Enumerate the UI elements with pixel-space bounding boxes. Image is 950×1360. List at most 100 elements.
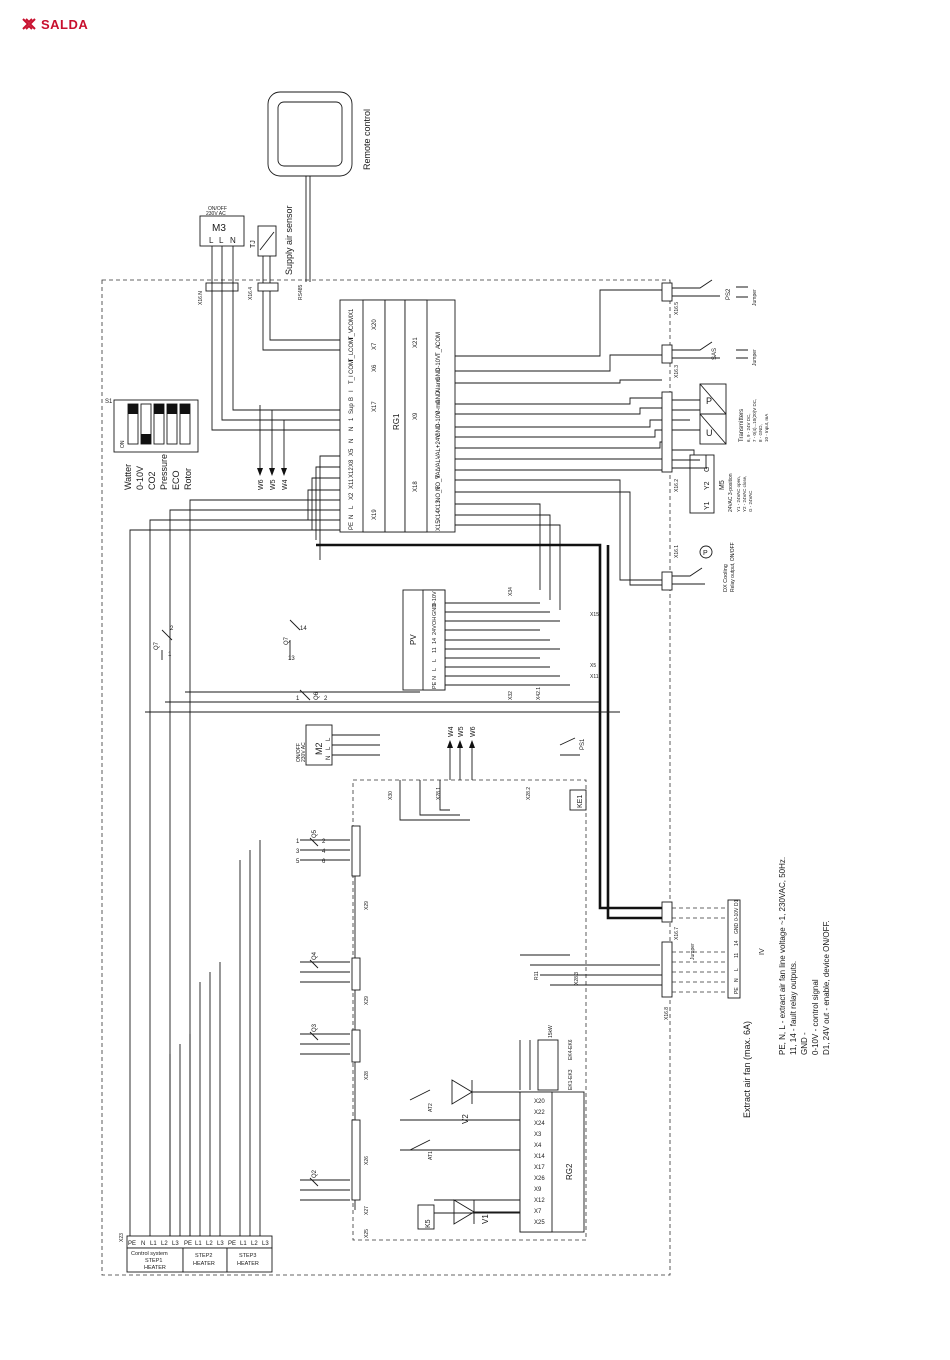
m2-voltage: 230V AC [301, 742, 307, 762]
iv-pin-14: 14 [734, 940, 740, 946]
s1-label-0-10v: 0-10V [135, 466, 145, 490]
rg1-right-10: VAL+ [436, 444, 442, 459]
rg1-left-0: X1 [349, 308, 355, 316]
supply-pin-2: L1 [150, 1241, 157, 1247]
m2-title: M2 [314, 742, 324, 755]
rg2-terminal-2: X24 [534, 1121, 545, 1127]
iv-ref: IV [759, 948, 766, 955]
iv-pin-11: 11 [734, 953, 740, 958]
rg1-right-16: X14 [436, 510, 442, 521]
rg2-terminal-9: X12 [534, 1198, 545, 1204]
x-block-x28-1: X28.1 [436, 787, 442, 800]
supply-sensor-connector: X16.4 [248, 287, 254, 300]
m3-terminal-1: L [209, 236, 214, 245]
relays-q: Q7 Q7 Q6 1 2 13 14 1 2 [145, 619, 620, 713]
x-block-x28: X28 [364, 1071, 370, 1080]
rg1-right-5: GND [436, 390, 442, 404]
rg2-r11: R11 [534, 971, 540, 980]
rg1-left-11: N [349, 427, 355, 431]
rg2-k5: K5 [425, 1219, 432, 1228]
pv-terminal-8: N [432, 676, 438, 680]
rg1-right-13: NO_T [436, 475, 442, 491]
m3-onoff: ON/OFF [208, 206, 227, 212]
rg1-left-6: T_I [349, 375, 355, 384]
supply-group-1-line-1: Control system [131, 1251, 168, 1257]
rg2-ek1-ek3: EK1-EK3 [568, 1069, 574, 1090]
transmitters-line-3: 8 - GND, [758, 424, 763, 442]
pv-terminal-3: 24V [432, 625, 438, 635]
supply-pin-12: L3 [262, 1241, 269, 1247]
ps2-jumper: Jumper [752, 289, 758, 306]
m5-actuator: Y1 Y2 G M5 24VAC 3-position Y1 - 24VAC o… [672, 449, 753, 514]
supply-pin-0: PE [128, 1241, 136, 1247]
control-bus-2 [606, 545, 662, 920]
x16-7-label: X16.7 [674, 927, 680, 940]
rg1-right-8: GND [436, 423, 442, 437]
m2-w6-label: W6 [470, 726, 477, 737]
supply-pin-8: L3 [217, 1241, 224, 1247]
rg1-right-15: X13 [436, 500, 442, 511]
supply-terminals: X23 PE N L1 L2 L3 PE L1 L2 L3 PE L1 L2 L… [119, 1233, 273, 1273]
pv-terminal-7: L [432, 668, 438, 671]
supply-pin-7: L2 [206, 1241, 213, 1247]
extract-fan-legend: Extract air fan (max. 6A) PE, N, L - ext… [742, 857, 831, 1118]
supply-sensor-ref: TJ [250, 240, 257, 248]
m2-terminal-l2: L [326, 737, 332, 741]
s1-dip-switch: S1 ON Watter 0-10V CO2 Pressure ECO Roto… [105, 399, 199, 490]
s1-label-co2: CO2 [147, 471, 157, 490]
s1-label-watter: Watter [123, 464, 133, 490]
m3-motor: M3 ON/OFF 230V AC L L N X16.N [198, 206, 340, 431]
rg1-left-20: PE [349, 522, 355, 530]
sas-jumper: Jumper [752, 349, 758, 366]
dx-cooling: P DX Cooling Relay output, ON/OFF [672, 542, 736, 592]
x16-8-label: X16.8 [664, 1007, 670, 1020]
rg2-15kw: 15kW [548, 1025, 554, 1038]
rg1-group-x18: X18 [413, 481, 419, 492]
rg2-terminal-4: X4 [534, 1143, 542, 1149]
rg2-v1: V1 [481, 1214, 490, 1224]
contactor-pin-6: 6 [322, 859, 326, 865]
rg1-left-2: T_V [349, 329, 355, 340]
m5-y2: Y2 [704, 481, 711, 490]
remote-control: Remote control RS485 [267, 91, 372, 300]
rg1-left-3: COM [349, 338, 355, 352]
ke1-label: KE1 [577, 795, 584, 808]
dx-cooling-p-symbol: P [703, 550, 708, 557]
rg1-left-17: X2 [349, 492, 355, 500]
salda-logo-icon [22, 18, 36, 30]
rg1-right-2: 0-10V [436, 355, 442, 371]
rg1-left-1: COM [349, 316, 355, 330]
rg1-left-7: I [349, 390, 355, 392]
x-block-x29a: X29 [364, 901, 370, 910]
pv-connector-x5: X5 [590, 663, 596, 669]
supply-pin-6: L1 [195, 1241, 202, 1247]
ps2-ref: PS2 [726, 288, 732, 300]
supply-air-sensor: Supply air sensor TJ X16.4 [248, 205, 340, 351]
rg1-group-x9: X9 [413, 412, 419, 420]
legend-line-4: 0-10V - control signal [811, 979, 820, 1055]
supply-connector: X23 [119, 1233, 125, 1242]
pv-name: PV [409, 634, 418, 645]
rg1-left-9: Sup [349, 403, 355, 414]
supply-group-1-line-3: HEATER [144, 1265, 166, 1271]
m3-connector: X16.N [198, 291, 204, 305]
m2-motor: M2 ON/OFF 230V AC N L L KE1 PS1 W4 W5 W6 [296, 724, 587, 821]
supply-pin-11: L2 [251, 1241, 258, 1247]
rg2-terminal-10: X7 [534, 1209, 542, 1215]
rg1-left-5: COM [349, 360, 355, 374]
contactor-array: Q5 Q4 Q3 Q2 1 3 5 2 4 6 [169, 829, 356, 1240]
x-block-x28-3: X28.3 [574, 972, 580, 985]
pv-connector-x15: X15 [590, 612, 599, 618]
brand-name: SALDA [41, 16, 89, 32]
supply-pin-1: N [141, 1241, 145, 1247]
pv-connector-x32: X32 [508, 691, 514, 700]
ps2-sensor: PS2 Jumper [672, 279, 758, 306]
rg1-left-16: X11 [349, 478, 355, 489]
rg1-group-x7: X7 [372, 342, 378, 350]
w4-label: W4 [282, 479, 289, 490]
x16-connector-strip: X16.5 X16.3 X16.2 X16.1 X16.7 X16.8 [661, 282, 680, 1020]
pv-terminal-0: 0-10V [432, 591, 438, 606]
rg2-terminal-7: X26 [534, 1176, 545, 1182]
rg2-controller: RG2 X20 X22 X24 X3 X4 X14 X17 X26 X9 X12… [400, 954, 662, 1233]
supply-pin-9: PE [228, 1241, 236, 1247]
